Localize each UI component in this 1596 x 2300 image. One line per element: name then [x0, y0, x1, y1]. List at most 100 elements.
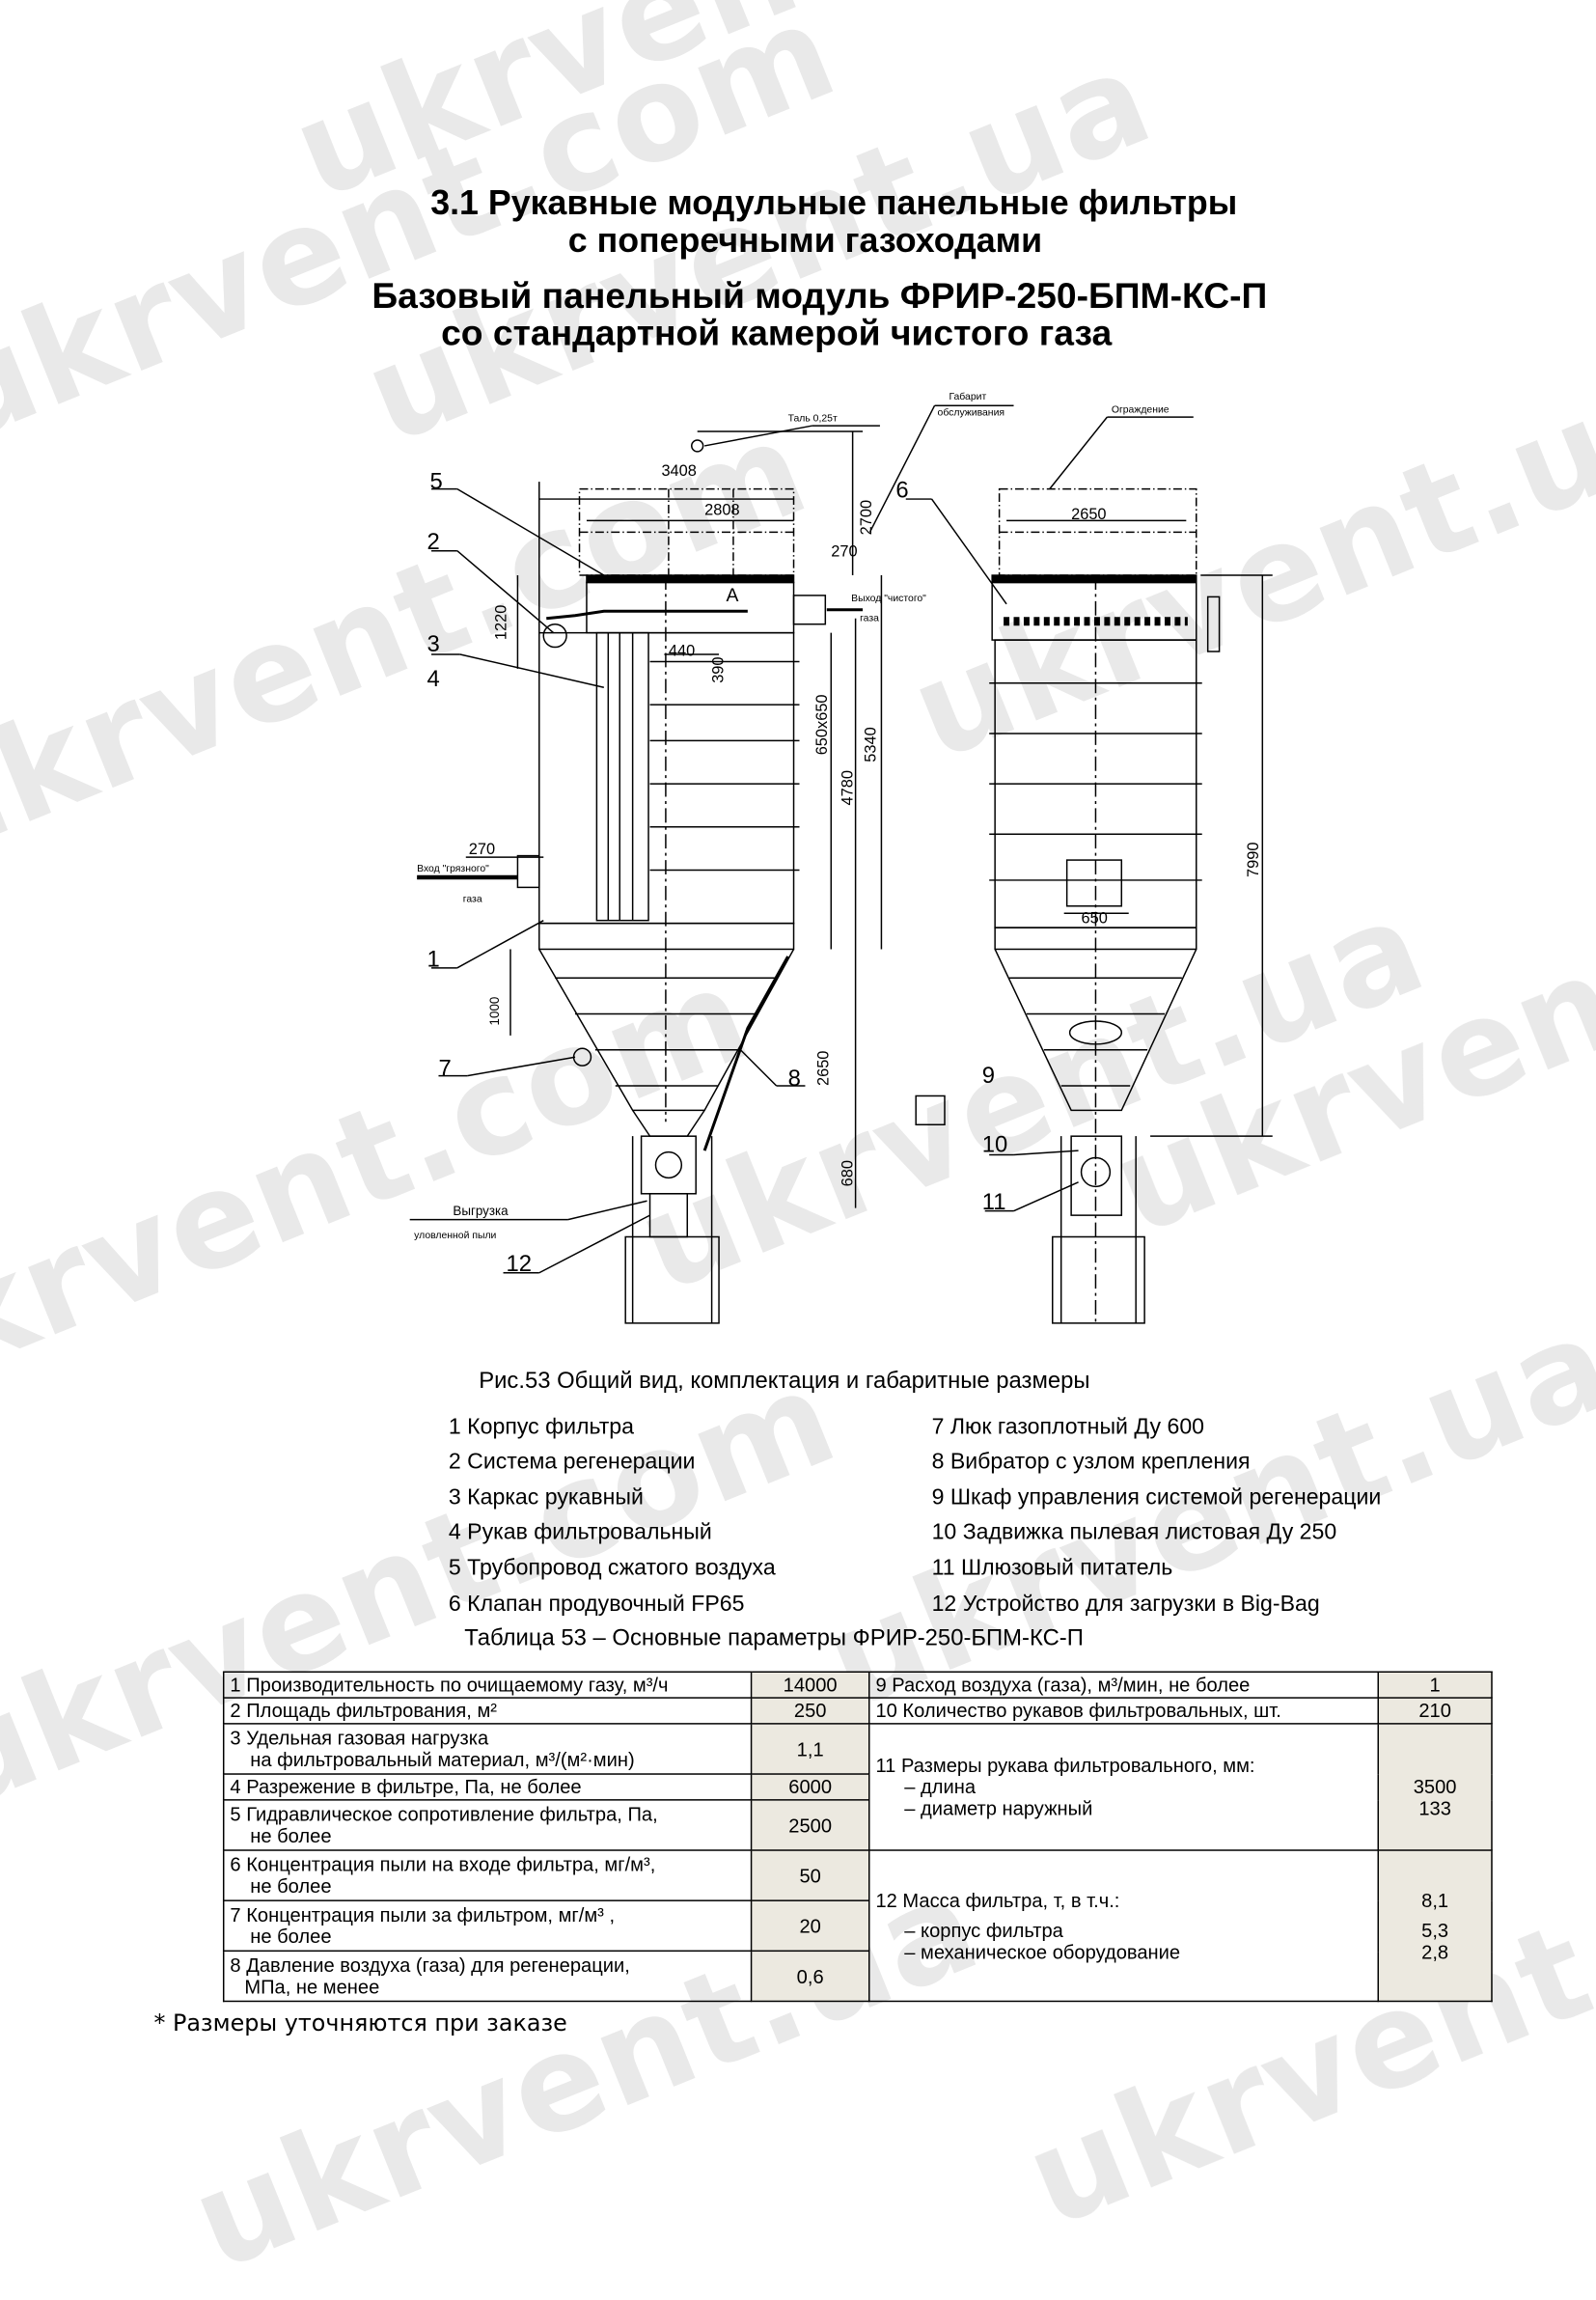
dim-270: 270	[831, 543, 857, 561]
inlet-note-2: газа	[463, 894, 482, 904]
table-row: 2 Площадь фильтрования, м² 250 10 Количе…	[222, 1697, 1493, 1725]
dim-5340: 5340	[862, 727, 879, 762]
dim-650x650: 650х650	[813, 694, 831, 755]
label-line: – длина	[904, 1776, 977, 1798]
dim-7990: 7990	[1245, 843, 1262, 877]
dim-270-inlet: 270	[469, 841, 495, 858]
section-title: 3.1 Рукавные модульные панельные фильтры	[430, 183, 1238, 223]
callout-10: 10	[982, 1132, 1008, 1158]
table-caption: Таблица 53 – Основные параметры ФРИР-250…	[464, 1626, 1084, 1651]
dim-1220: 1220	[493, 605, 510, 640]
dim-2650-side: 2650	[1071, 506, 1106, 523]
label-line: 12 Масса фильтра, т, в т.ч.:	[875, 1889, 1120, 1911]
outlet-note: Выход "чистого"	[851, 594, 926, 604]
figure-caption: Рис.53 Общий вид, комплектация и габарит…	[479, 1369, 1090, 1394]
value-line: 3500	[1413, 1776, 1457, 1798]
legend-item: 10 Задвижка пылевая листовая Ду 250	[931, 1520, 1337, 1545]
legend-item: 7 Люк газоплотный Ду 600	[931, 1415, 1205, 1440]
fence-note: Ограждение	[1112, 405, 1169, 416]
front-view	[409, 404, 1014, 1324]
param-value: 8,1 5,3 2,8	[1377, 1849, 1493, 2003]
callout-11: 11	[982, 1189, 1006, 1215]
dim-440: 440	[669, 642, 695, 659]
value-line: 8,1	[1421, 1889, 1449, 1911]
param-label: 4 Разрежение в фильтре, Па, не более	[222, 1773, 753, 1801]
legend-item: 2 Система регенерации	[448, 1450, 696, 1475]
param-value: 1	[1377, 1671, 1493, 1699]
outlet-note-2: газа	[860, 614, 879, 624]
param-value: 50	[750, 1849, 870, 1901]
value-line: 2,8	[1421, 1940, 1449, 1963]
callout-4: 4	[427, 666, 440, 692]
label-line: – корпус фильтра	[904, 1919, 1063, 1941]
param-value: 6000	[750, 1773, 870, 1801]
param-value: 20	[750, 1899, 870, 1953]
param-label: 5 Гидравлическое сопротивление фильтра, …	[222, 1799, 753, 1851]
callout-12: 12	[507, 1251, 533, 1277]
table-row: 6 Концентрация пыли на входе фильтра, мг…	[222, 1849, 1493, 2003]
label-line: 5 Гидравлическое сопротивление фильтра, …	[230, 1803, 658, 1825]
unload-note-2: уловленной пыли	[414, 1231, 496, 1241]
param-label: 6 Концентрация пыли на входе фильтра, мг…	[222, 1849, 753, 1901]
label-line: не более	[250, 1926, 332, 1948]
dim-2808: 2808	[704, 501, 739, 518]
label-line: 7 Концентрация пыли за фильтром, мг/м³ ,	[230, 1903, 616, 1926]
dim-1000: 1000	[487, 997, 502, 1026]
module-title: Базовый панельный модуль ФРИР-250-БПМ-КС…	[371, 276, 1268, 317]
footnote: * Размеры уточняются при заказе	[153, 2009, 567, 2037]
legend-item: 12 Устройство для загрузки в Big-Bag	[931, 1592, 1320, 1617]
parameters-table: 1 Производительность по очищаемому газу,…	[222, 1671, 1493, 2003]
param-label: 11 Размеры рукава фильтровального, мм: –…	[868, 1723, 1380, 1851]
param-value: 210	[1377, 1697, 1493, 1725]
param-label: 8 Давление воздуха (газа) для регенераци…	[222, 1950, 753, 2003]
hoist-note: Таль 0,25т	[788, 414, 838, 425]
callout-8: 8	[788, 1066, 801, 1092]
param-label: 10 Количество рукавов фильтровальных, шт…	[868, 1697, 1380, 1725]
label-line: 11 Размеры рукава фильтровального, мм:	[875, 1754, 1255, 1777]
dim-650: 650	[1082, 910, 1108, 928]
unload-note: Выгрузка	[453, 1204, 509, 1218]
param-label: 12 Масса фильтра, т, в т.ч.: – корпус фи…	[868, 1849, 1380, 2003]
param-value: 250	[750, 1697, 870, 1725]
table-row: 7 Концентрация пыли за фильтром, мг/м³ ,…	[222, 1899, 1492, 1953]
callout-2: 2	[427, 529, 440, 555]
legend-item: 5 Трубопровод сжатого воздуха	[448, 1556, 776, 1581]
label-line: 6 Концентрация пыли на входе фильтра, мг…	[230, 1853, 656, 1876]
param-value: 3500 133	[1377, 1723, 1493, 1851]
param-label: 9 Расход воздуха (газа), м³/мин, не боле…	[868, 1671, 1380, 1699]
dim-2700: 2700	[858, 500, 875, 535]
callout-9: 9	[982, 1063, 995, 1089]
legend-item: 9 Шкаф управления системой регенерации	[931, 1485, 1382, 1510]
legend-item: 3 Каркас рукавный	[448, 1485, 644, 1510]
label-line: – диаметр наружный	[904, 1797, 1093, 1819]
section-mark: А	[727, 585, 739, 606]
label-line: на фильтровальный материал, м³/(м²·мин)	[250, 1748, 635, 1771]
param-label: 7 Концентрация пыли за фильтром, мг/м³ ,…	[222, 1899, 753, 1953]
param-label: 1 Производительность по очищаемому газу,…	[222, 1671, 753, 1699]
legend-item: 1 Корпус фильтра	[448, 1415, 634, 1440]
dim-2650: 2650	[814, 1051, 832, 1086]
table-row: 5 Гидравлическое сопротивление фильтра, …	[222, 1799, 1492, 1851]
section-title-line2: с поперечными газоходами	[567, 221, 1043, 261]
callout-5: 5	[430, 469, 443, 495]
dim-3408: 3408	[661, 462, 696, 480]
legend-item: 11 Шлюзовый питатель	[931, 1556, 1173, 1581]
label-line: МПа, не менее	[244, 1976, 380, 1998]
module-title-line2: со стандартной камерой чистого газа	[441, 313, 1113, 354]
legend-item: 4 Рукав фильтровальный	[448, 1520, 712, 1545]
label-line: 8 Давление воздуха (газа) для регенераци…	[230, 1954, 630, 1977]
table-row: 8 Давление воздуха (газа) для регенераци…	[222, 1950, 1492, 2003]
label-line: – механическое оборудование	[904, 1940, 1181, 1963]
callout-6: 6	[895, 478, 908, 504]
param-value: 0,6	[750, 1950, 870, 2003]
service-note: Габарит	[949, 391, 986, 402]
value-line: 133	[1418, 1797, 1451, 1819]
service-note-2: обслуживания	[938, 407, 1004, 419]
callout-3: 3	[427, 631, 440, 657]
callout-7: 7	[438, 1056, 451, 1082]
param-value: 14000	[750, 1671, 870, 1699]
